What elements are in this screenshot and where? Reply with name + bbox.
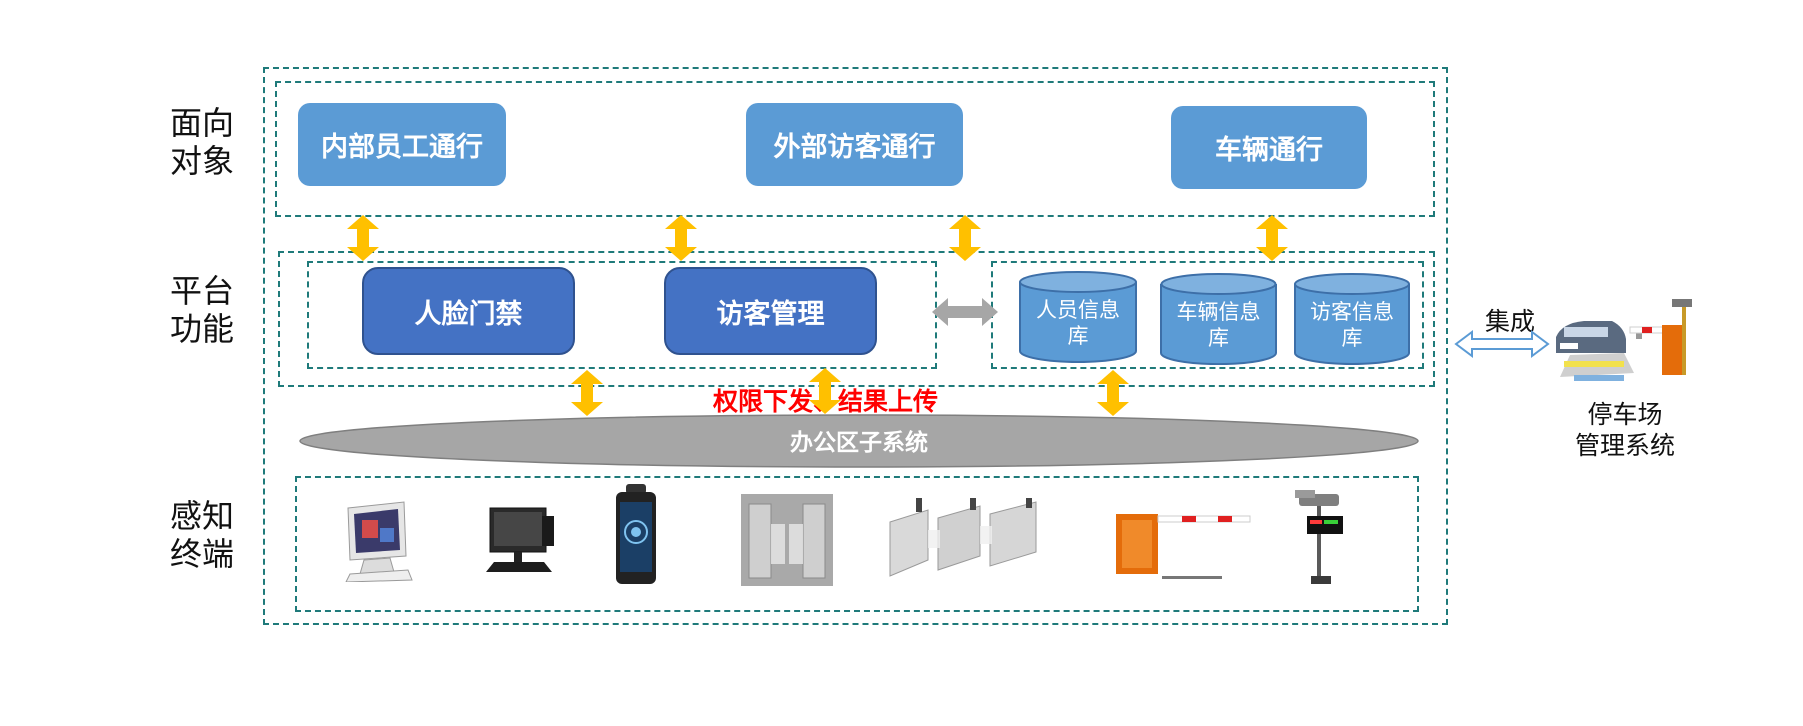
subsystem-label: 办公区子系统 <box>790 430 928 456</box>
integrate-label: 集成 <box>1484 307 1535 336</box>
row-label-target: 面向 对象 <box>169 104 234 180</box>
visitor-box[interactable]: 外部访客通行 <box>746 103 963 186</box>
license-plate-camera-icon <box>1295 490 1343 584</box>
parking-system-label: 停车场 管理系统 <box>1574 400 1675 460</box>
database-label: 车辆信息 库 <box>1176 300 1261 350</box>
database-vehicle[interactable]: 车辆信息 库 <box>1160 273 1277 365</box>
double-arrow-yellow-icon <box>571 370 603 416</box>
row-label-terminal: 感知 终端 <box>169 497 234 573</box>
vehicle-box[interactable]: 车辆通行 <box>1171 106 1367 189</box>
double-arrow-yellow-icon <box>665 215 697 261</box>
speed-gate-icon <box>741 494 833 586</box>
double-arrow-yellow-icon <box>1256 215 1288 261</box>
database-icon <box>1160 273 1277 365</box>
internal-staff-box[interactable]: 内部员工通行 <box>298 103 506 186</box>
database-label: 人员信息 库 <box>1036 298 1120 348</box>
flap-barrier-gate-icon <box>889 498 1037 577</box>
double-arrow-gray-icon <box>932 298 998 326</box>
outer-frame <box>263 67 1448 625</box>
double-arrow-outline-icon <box>1454 330 1550 358</box>
face-terminal-tall-icon <box>616 484 656 584</box>
visitor-mgmt-box[interactable]: 访客管理 <box>664 267 877 355</box>
face-terminal-desktop-icon <box>345 501 413 582</box>
parking-scene-icon <box>1556 299 1692 381</box>
double-arrow-yellow-icon <box>949 215 981 261</box>
double-arrow-yellow-icon <box>809 368 841 414</box>
face-terminal-panel-icon <box>486 507 554 572</box>
platform-frame <box>278 251 1435 387</box>
face-access-box[interactable]: 人脸门禁 <box>362 267 575 355</box>
database-icon <box>1294 273 1410 365</box>
subsystem-ellipse <box>299 414 1419 468</box>
target-frame <box>275 81 1435 217</box>
vehicle-barrier-icon <box>1116 514 1251 579</box>
database-label: 访客信息 库 <box>1310 300 1394 350</box>
database-personnel[interactable]: 人员信息 库 <box>1019 271 1137 363</box>
row-label-platform: 平台 功能 <box>169 272 234 348</box>
database-icon <box>1019 271 1137 363</box>
database-visitor[interactable]: 访客信息 库 <box>1294 273 1410 365</box>
double-arrow-yellow-icon <box>347 215 379 261</box>
double-arrow-yellow-icon <box>1097 370 1129 416</box>
terminal-frame <box>295 476 1419 612</box>
